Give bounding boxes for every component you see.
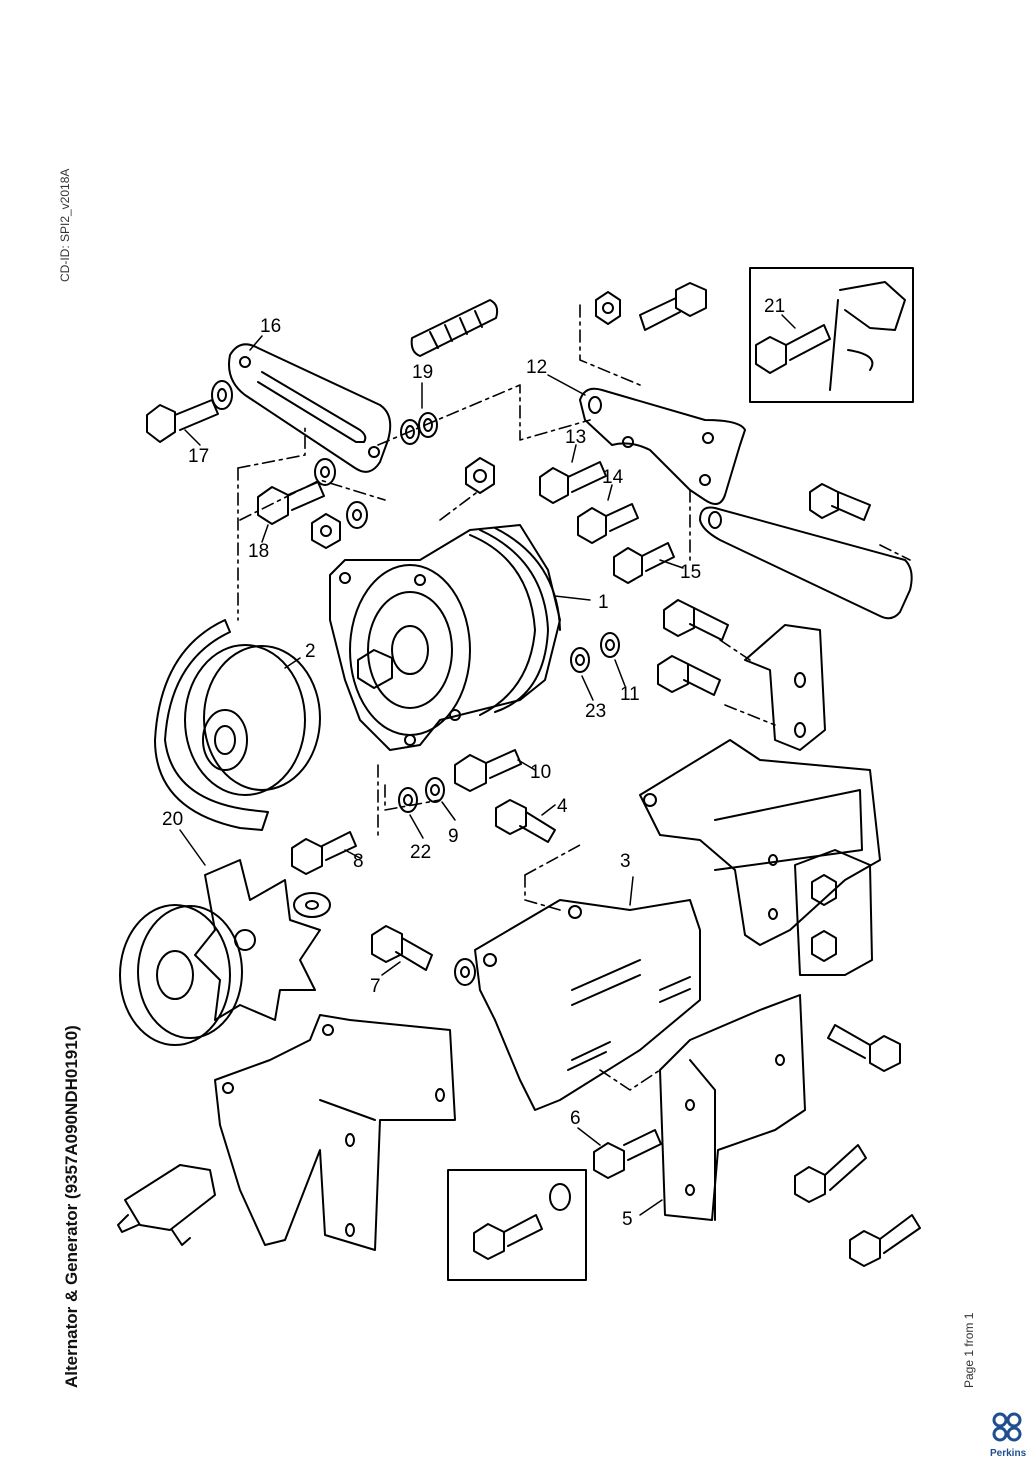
callout-22: 22: [410, 842, 431, 863]
brand-name: Perkins: [990, 1448, 1027, 1459]
callout-labels: 1 2 3 4 5 6 7 8 9 10 11 12 13 14 15 16 1…: [162, 296, 785, 1230]
leader-lines: [179, 314, 796, 1216]
callout-14: 14: [602, 467, 624, 488]
callout-21: 21: [764, 296, 785, 317]
pulley-2: [154, 619, 321, 831]
corner-bracket: [639, 739, 881, 976]
bracket-3: [474, 899, 701, 1111]
callout-10: 10: [530, 762, 551, 783]
callout-13: 13: [565, 427, 586, 448]
callout-20: 20: [162, 809, 183, 830]
callout-1: 1: [598, 592, 609, 613]
callout-19: 19: [412, 362, 433, 383]
bracket-12: [579, 387, 746, 505]
bolt-6: [593, 1129, 662, 1179]
callout-9: 9: [448, 826, 459, 847]
bolt-7: [371, 925, 476, 986]
bolt-17: [146, 380, 233, 443]
detail-box-bottom: [447, 1169, 587, 1281]
callout-17: 17: [188, 446, 209, 467]
assembly-lines: [237, 304, 911, 1091]
callout-3: 3: [620, 851, 631, 872]
callout-15: 15: [680, 562, 701, 583]
callout-23: 23: [585, 701, 606, 722]
washers-19: [400, 412, 438, 445]
callout-5: 5: [622, 1209, 633, 1230]
stud: [410, 299, 499, 357]
strip-bracket: [699, 483, 913, 620]
callout-11: 11: [620, 684, 640, 705]
washers-23-11: [570, 632, 620, 673]
alternator-1: [329, 524, 561, 751]
callout-7: 7: [370, 976, 381, 997]
fan-pulley-20: [119, 859, 331, 1046]
callout-12: 12: [526, 357, 547, 378]
bolt-18: [257, 457, 495, 549]
callout-16: 16: [260, 316, 281, 337]
bracket-16: [228, 343, 392, 473]
lower-right-bolts: [794, 1024, 921, 1267]
resistor: [117, 1164, 216, 1246]
top-bolts: [539, 282, 707, 584]
callout-4: 4: [557, 796, 568, 817]
mid-bolts: [291, 749, 556, 875]
perkins-logo-icon: [992, 1412, 1022, 1442]
callout-18: 18: [248, 541, 269, 562]
lower-bracket: [214, 1014, 456, 1251]
callout-6: 6: [570, 1108, 581, 1129]
callout-8: 8: [353, 851, 364, 872]
callout-2: 2: [305, 641, 316, 662]
right-bolts: [657, 599, 826, 751]
detail-box-21: [749, 267, 914, 403]
bracket-5: [659, 994, 806, 1221]
